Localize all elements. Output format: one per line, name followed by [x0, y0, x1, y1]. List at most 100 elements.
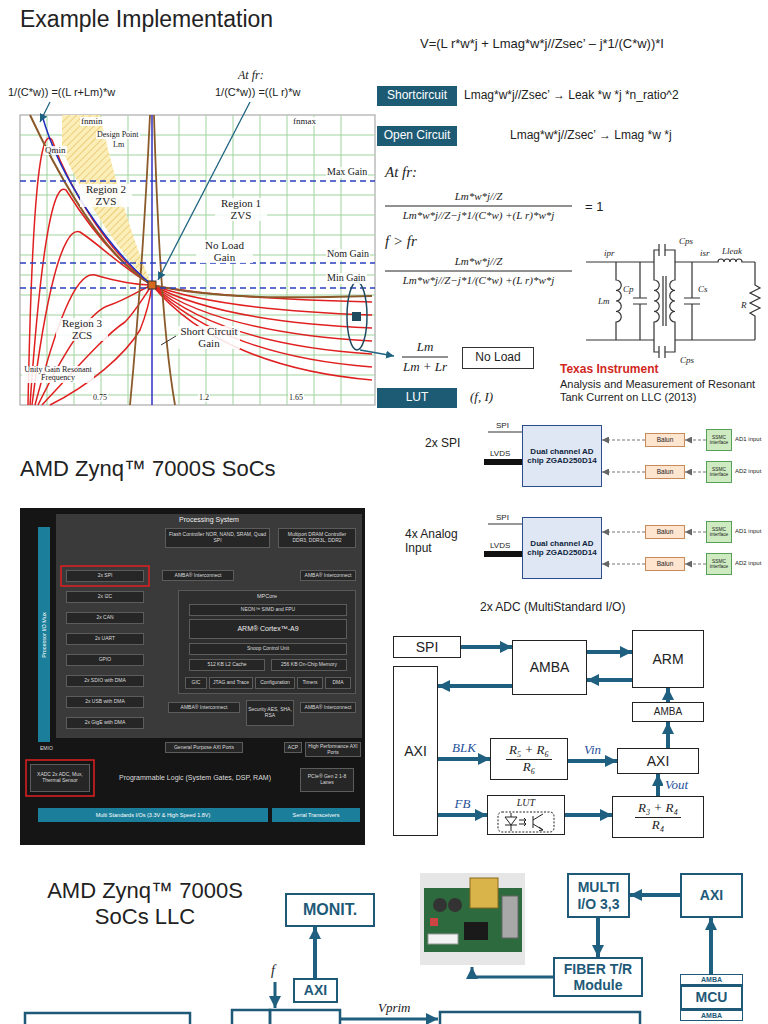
text-label: Lm	[598, 296, 610, 307]
system-box: MULTI I/O 3,3	[567, 873, 630, 918]
teal-box: Open Circuit	[377, 126, 457, 146]
soc-block: GPIO	[66, 654, 144, 666]
node-text: Multiport DRAM Controller DDR3, DDR3L, D…	[280, 532, 354, 544]
text-label: Lleak	[722, 246, 742, 257]
node-text: Balun	[657, 436, 674, 443]
signal-label: Vout	[663, 778, 690, 792]
node-text: MONIT.	[303, 901, 357, 919]
text-label: SPI	[496, 513, 509, 523]
lut-box: LUT	[487, 795, 565, 835]
board-photo	[420, 873, 525, 965]
soc-block: 256 KB On-Chip Memory	[271, 659, 347, 671]
connector-arrow	[313, 927, 317, 978]
node-text: SSMC interface	[708, 527, 730, 538]
text-label: = 1	[585, 199, 603, 215]
soc-block: XADC 2x ADC, Mux, Thermal Sensor	[30, 764, 90, 792]
text-label: fnmin	[80, 117, 104, 126]
text-label: At fr:	[238, 68, 264, 82]
node-text: 512 KB L2 Cache	[207, 662, 246, 668]
node-text: Processor I/O Mux	[41, 612, 47, 658]
soc-block: NEON™ SIMD and FPU	[189, 604, 347, 616]
bus-box: AMBA	[680, 974, 743, 985]
node-text: ARM® Cortex™-A9	[237, 625, 298, 633]
soc-block: General Purpose AXI Ports	[165, 742, 243, 753]
text-label: 2x SPI	[425, 436, 460, 450]
soc-block: AMBA® Interconnect	[300, 702, 356, 713]
text-label: f > fr	[385, 232, 417, 250]
io-bar: Serial Transceivers	[272, 808, 360, 822]
node-text: Flash Controller NOR, NAND, SRAM, Quad S…	[167, 532, 268, 544]
text-label: Lm	[112, 141, 125, 149]
text-label: Lm*w*j//Z−j*1/(C*w) +(L r)*w*j	[376, 274, 581, 287]
node-text: AXI	[647, 753, 670, 769]
connector-arrow	[587, 678, 632, 682]
signal-label: FB	[453, 797, 473, 811]
text-label: Lm + Lr	[398, 359, 452, 375]
connector-arrow	[685, 531, 706, 532]
node-text: LUT	[517, 797, 535, 809]
connector-arrow	[568, 759, 617, 763]
ssmc-connector: SSMC interface	[706, 429, 732, 451]
connector-arrow	[630, 893, 680, 897]
node-text: SPI	[416, 639, 439, 655]
text-label: isr	[700, 248, 710, 259]
page-title: Example Implementation	[20, 6, 273, 34]
text-label: SPI	[496, 421, 509, 431]
node-text: Balun	[657, 528, 674, 535]
io-bar: Multi Standards I/Os (3.3V & High Speed …	[38, 808, 268, 822]
cut-off-boxes	[25, 1010, 640, 1024]
soc-block: JTAG and Trace	[209, 677, 253, 689]
connector-arrow	[438, 757, 490, 761]
connector-arrow	[602, 563, 645, 564]
node-text: JTAG and Trace	[213, 680, 249, 686]
text-label: EMIO	[40, 745, 53, 751]
text-label: 1/(C*w)) =((L r+Lm)*w	[8, 86, 115, 99]
text-label: Cps	[680, 355, 694, 366]
text-label: 0.75	[92, 394, 108, 402]
text-label: Texas Instrument	[560, 362, 658, 376]
node-text: AMBA	[654, 706, 682, 718]
block-box: AMBA	[632, 702, 704, 722]
ssmc-connector: SSMC interface	[706, 553, 732, 575]
block-box: SPI	[393, 636, 461, 658]
connector-arrow	[602, 531, 645, 532]
node-text: Serial Transceivers	[293, 812, 340, 818]
text-label: 2x ADC (MultiStandard I/O)	[480, 600, 625, 614]
text-label: Region 1 ZVS	[215, 198, 267, 221]
text-label: Nom Gain	[326, 249, 370, 260]
node-text: PCIe® Gen 2 1-8 Lanes	[302, 774, 352, 786]
node-text: 2x UART	[95, 636, 115, 642]
text-label: 1/(C*w)) =((L r)*w	[215, 86, 300, 99]
mpcore-panel: MPCoreNEON™ SIMD and FPUARM® Cortex™-A9S…	[178, 590, 356, 694]
node-text: GIC	[192, 680, 201, 686]
connector-arrow	[666, 688, 670, 702]
text-label: Max Gain	[326, 167, 368, 178]
soc-block: 2x UART	[66, 633, 144, 645]
node-text: Processing System	[56, 516, 362, 524]
text-label: f	[271, 963, 275, 980]
text-label: Analysis and Measurement of Resonant Tan…	[560, 378, 766, 404]
system-box: FIBER T/R Module	[553, 957, 643, 997]
gain-chart	[20, 102, 394, 405]
soc-block: 2x USB with DMA	[66, 696, 144, 708]
text-label: Short Circuit Gain	[178, 326, 240, 349]
balun-box: Balun	[645, 433, 685, 447]
soc-block: AMBA® Interconnect	[168, 702, 240, 713]
soc-block: 2x I2C	[66, 591, 144, 603]
text-label: 1.2	[198, 394, 210, 402]
soc-block: AMBA® Interconnect	[300, 570, 356, 581]
node-text: Multi Standards I/Os (3.3V & High Speed …	[96, 812, 211, 818]
text-label: Design Point	[96, 131, 140, 139]
soc-block: 2x SDIO with DMA	[66, 675, 144, 687]
node-text: AXI	[304, 982, 327, 998]
soc-block: Flash Controller NOR, NAND, SRAM, Quad S…	[165, 528, 270, 548]
node-text: R₃ + R₄	[635, 801, 681, 818]
text-label: Cs	[698, 284, 708, 295]
text-label: Unity Gain Resonant Frequency	[22, 366, 94, 383]
ssmc-connector: SSMC interface	[706, 521, 732, 543]
signal-label: Vin	[582, 743, 603, 757]
node-text: Balun	[657, 468, 674, 475]
text-label: AD1 input	[735, 436, 761, 443]
ssmc-connector: SSMC interface	[706, 461, 732, 483]
soc-block: 2x CAN	[66, 612, 144, 624]
